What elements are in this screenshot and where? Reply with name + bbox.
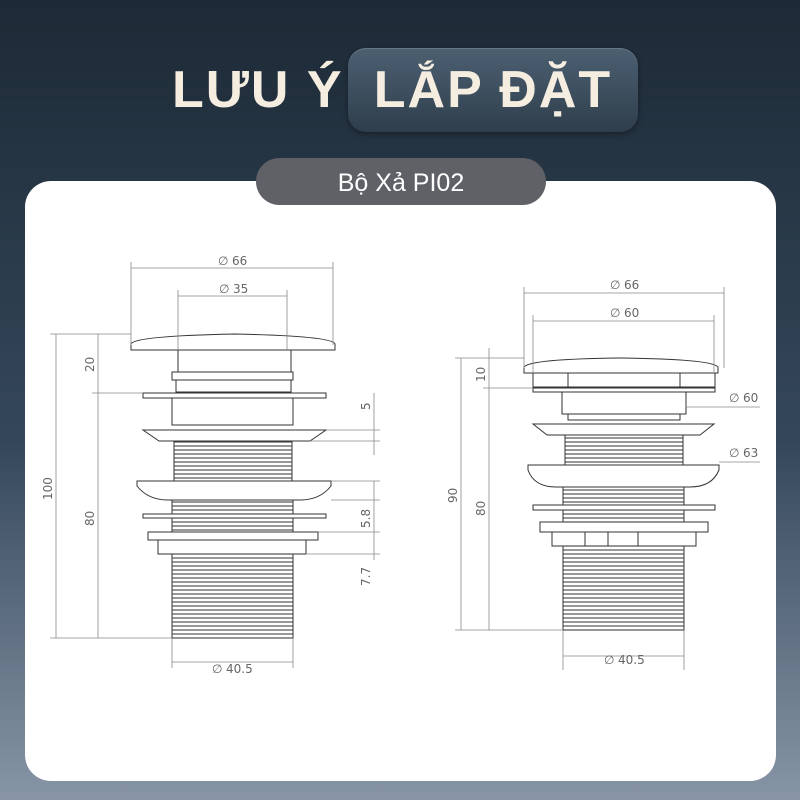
left-cone-flange: [141, 429, 328, 442]
right-dia-60-flange-label: 60: [743, 391, 758, 405]
right-drain-drawing: [523, 357, 720, 631]
left-dimension-labels: ∅ 66 ∅ 35 20 100 80 5 5.8 7.7 ∅ 40.5: [41, 254, 373, 676]
svg-text:∅: ∅: [604, 653, 614, 667]
right-height-80-label: 80: [474, 501, 488, 516]
right-height-90-label: 90: [446, 488, 460, 503]
right-dia-63-label: 63: [743, 446, 758, 460]
right-dimension-labels: ∅ 66 ∅ 60 10 90 80 ∅ 60 ∅ 63 ∅ 40.5: [446, 278, 758, 667]
title-prefix: LƯU Ý: [172, 61, 344, 119]
left-gap-5-8-label: 5.8: [359, 509, 373, 528]
left-washer: [136, 480, 332, 501]
right-cone-flange: [531, 423, 716, 436]
left-dia-66-label: 66: [232, 254, 247, 268]
left-height-80-label: 80: [83, 511, 97, 526]
product-label-pill: Bộ Xả PI02: [256, 158, 546, 205]
svg-text:∅: ∅: [610, 306, 620, 320]
left-top-flange: [142, 392, 327, 399]
left-height-100-label: 100: [41, 477, 55, 500]
left-dimensions: [50, 262, 380, 668]
left-dia-66-symbol: ∅: [218, 254, 228, 268]
right-dia-60-label: 60: [624, 306, 639, 320]
svg-text:∅: ∅: [610, 278, 620, 292]
right-dimensions: [455, 287, 760, 670]
left-cap: [130, 333, 336, 351]
left-lock-ring: [142, 513, 327, 519]
svg-text:∅: ∅: [212, 662, 222, 676]
left-collar: [171, 371, 294, 381]
left-upper-thread: [173, 440, 293, 482]
right-main-thread: [562, 545, 685, 631]
title-banner: LƯU Ý LẮP ĐẶT: [0, 48, 800, 132]
left-gap-5-label: 5: [359, 402, 373, 410]
left-height-20-label: 20: [83, 357, 97, 372]
left-stem: [177, 349, 292, 373]
right-dia-40-5-label: 40.5: [618, 653, 645, 667]
right-nut: [539, 521, 709, 533]
svg-text:∅: ∅: [219, 282, 229, 296]
left-drain-drawing: [130, 333, 336, 639]
left-main-thread: [171, 553, 294, 639]
left-nut: [147, 531, 319, 541]
left-gap-7-7-label: 7.7: [359, 567, 373, 586]
title-highlight: LẮP ĐẶT: [373, 61, 613, 119]
product-label: Bộ Xả PI02: [337, 169, 465, 197]
right-cap: [523, 357, 719, 374]
right-dia-66-label: 66: [624, 278, 639, 292]
right-lock-ring: [532, 504, 716, 511]
left-dia-40-5-label: 40.5: [226, 662, 253, 676]
right-washer: [527, 464, 720, 488]
svg-text:∅: ∅: [729, 391, 739, 405]
svg-text:∅: ∅: [729, 446, 739, 460]
left-dia-35-label: 35: [233, 282, 248, 296]
right-collar: [561, 391, 687, 415]
title-highlight-pill: LẮP ĐẶT: [348, 48, 638, 132]
right-upper-thread: [564, 434, 684, 466]
right-height-10-label: 10: [474, 367, 488, 382]
